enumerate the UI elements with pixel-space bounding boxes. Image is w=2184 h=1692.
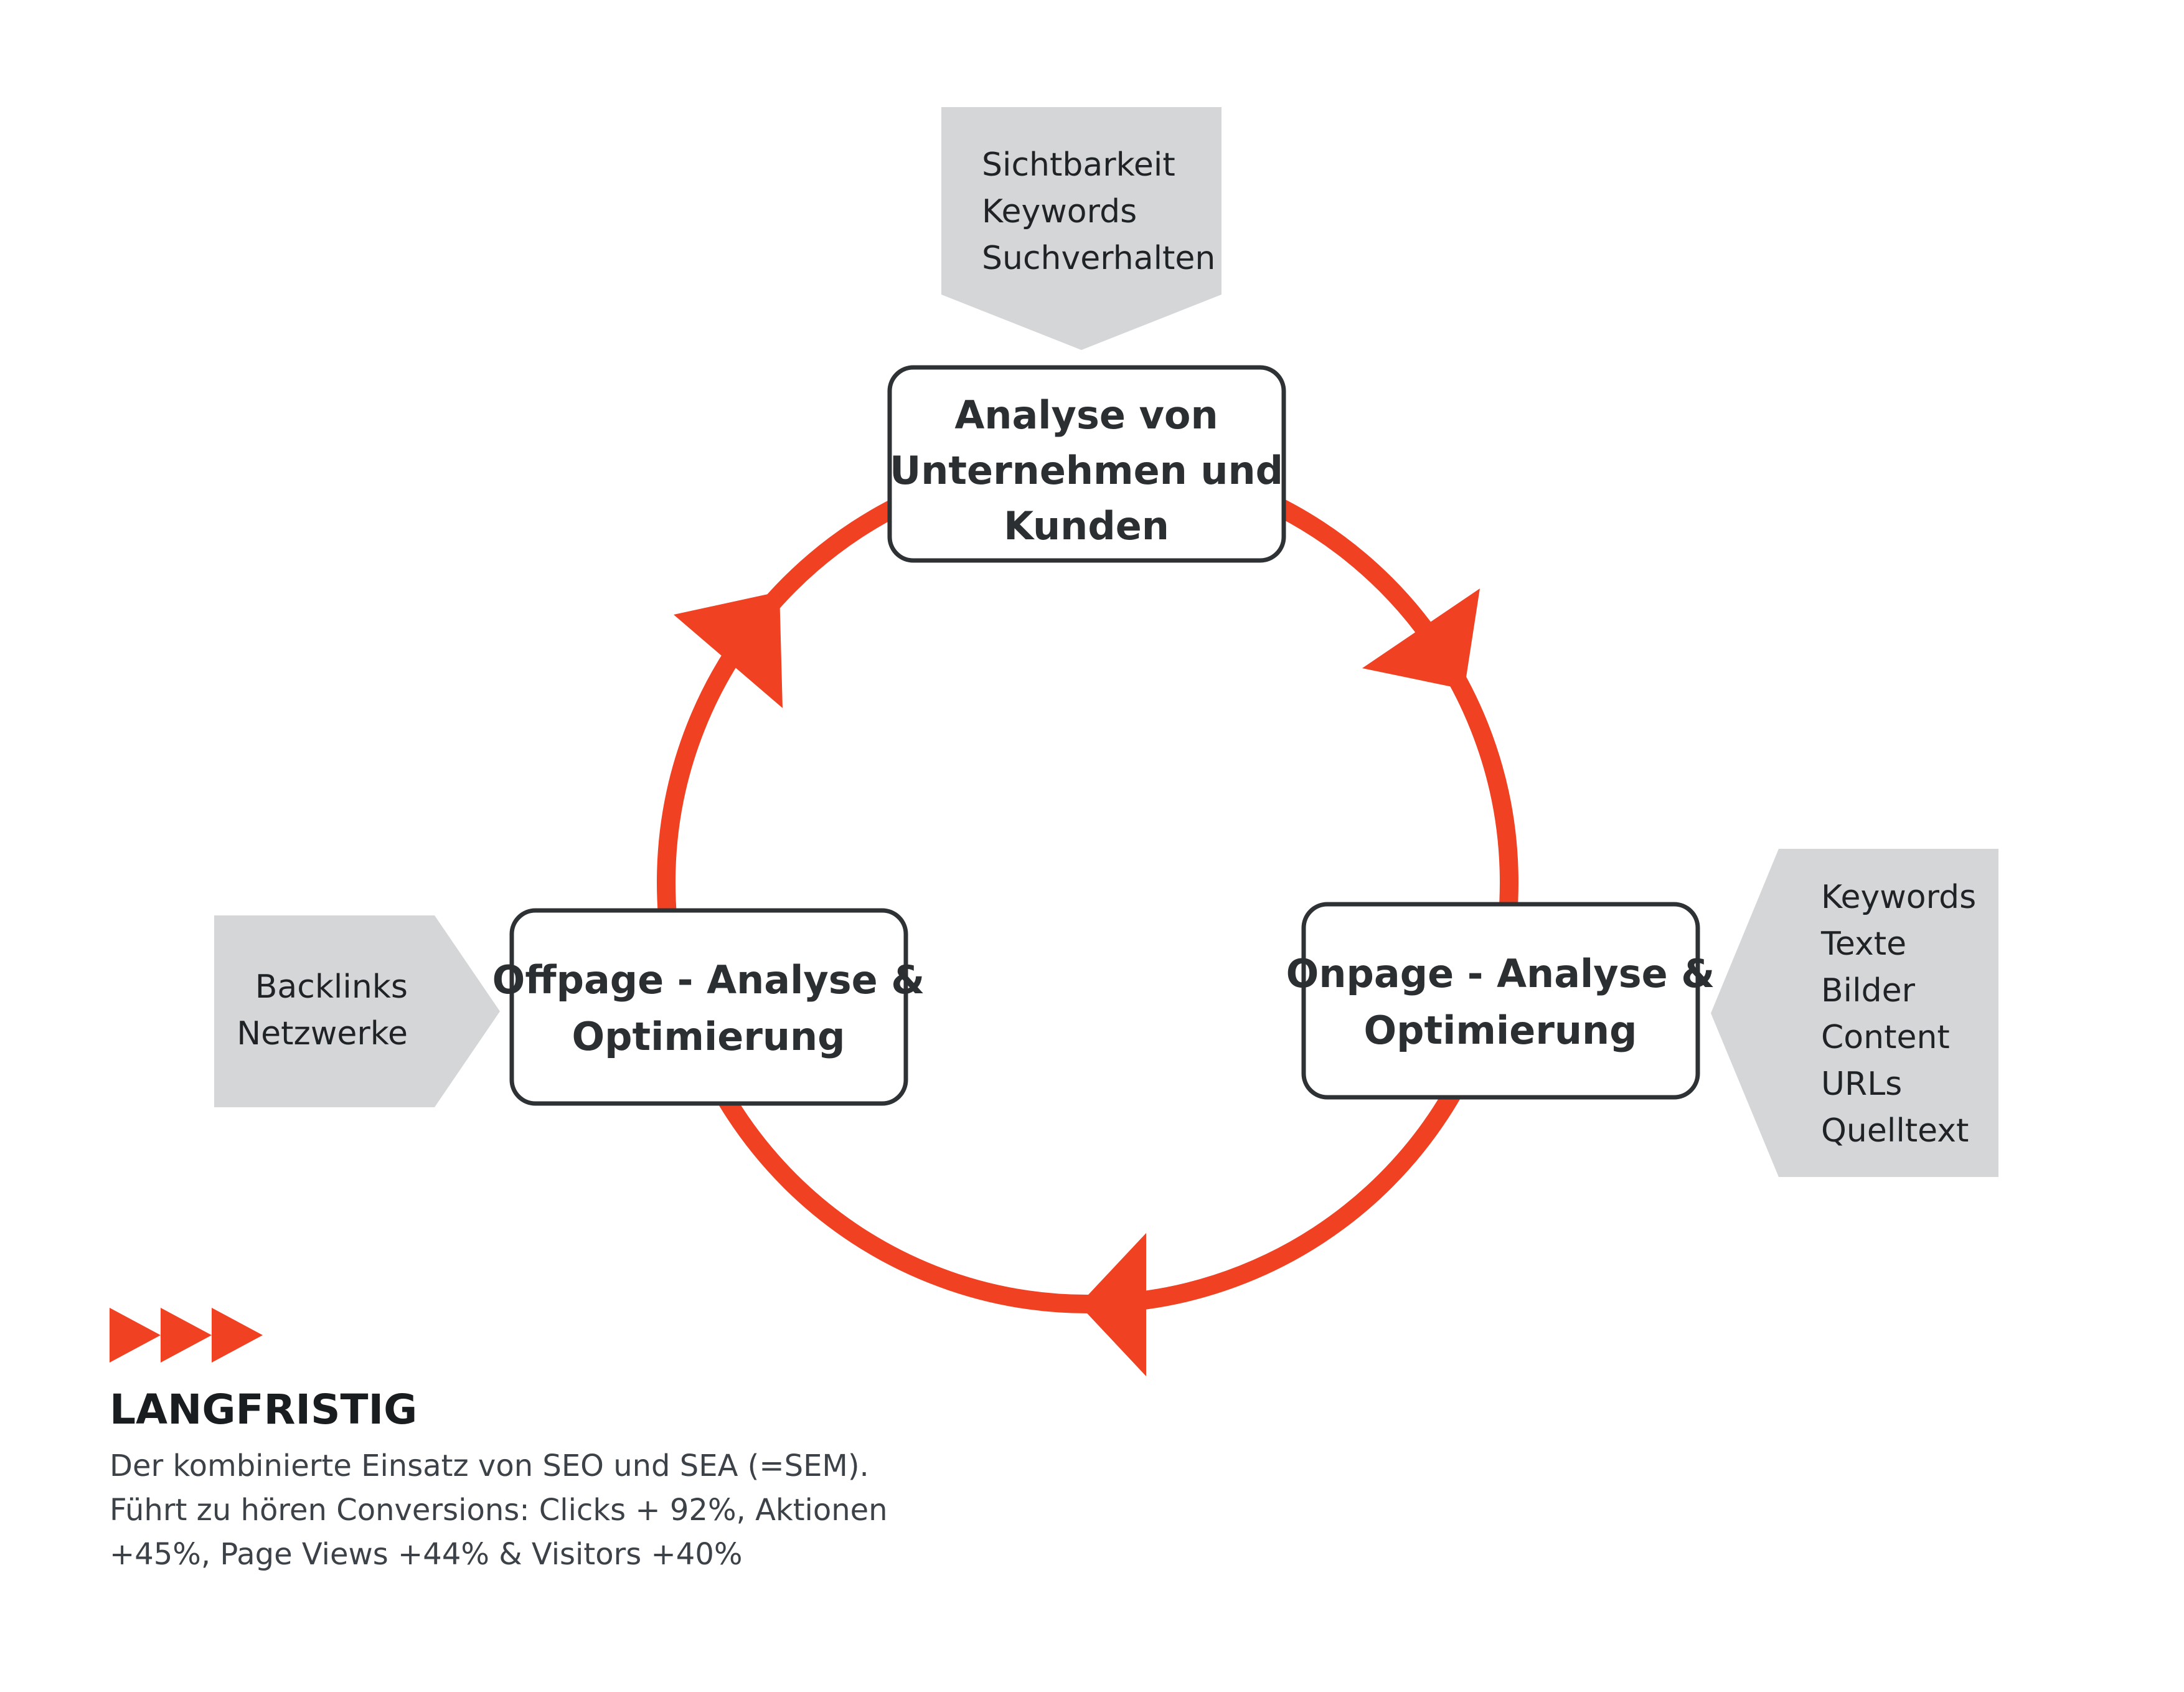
cycle-arrow-bottom-icon [1079,1233,1146,1376]
legend-description-line: Der kombinierte Einsatz von SEO und SEA … [110,1448,869,1483]
node-offpage-line: Optimierung [572,1014,845,1059]
tag-top-item: Suchverhalten [982,240,1215,277]
tag-right-item: Bilder [1821,972,1916,1009]
tag-right-shape [1711,849,1998,1177]
tag-left-item: Backlinks [255,968,408,1006]
tag-top: Sichtbarkeit Keywords Suchverhalten [941,107,1221,350]
node-offpage-line: Offpage - Analyse & [492,957,925,1003]
legend: LANGFRISTIG Der kombinierte Einsatz von … [110,1308,981,1577]
node-analyse-line: Kunden [1004,503,1169,549]
tag-right-item: URLs [1821,1066,1902,1103]
node-onpage: Onpage - Analyse & Optimierung [1286,902,1715,1100]
legend-description-line: +45%, Page Views +44% & Visitors +40% [110,1536,743,1572]
node-offpage: Offpage - Analyse & Optimierung [492,908,925,1106]
tag-top-item: Sichtbarkeit [982,146,1175,184]
tag-top-item: Keywords [982,193,1137,230]
node-onpage-line: Optimierung [1363,1008,1637,1053]
node-analyse-box [887,365,1286,563]
cycle-arrow-top-left-icon [674,592,783,708]
tag-right-item: Texte [1820,925,1906,963]
tag-right: Keywords Texte Bilder Content URLs Quell… [1711,849,1998,1177]
tag-left-item: Netzwerke [237,1015,408,1052]
cycle-ring [657,451,1518,1313]
tag-right-item: Content [1821,1019,1950,1056]
node-analyse-line: Unternehmen und [890,448,1283,493]
node-analyse: Analyse von Unternehmen und Kunden [887,365,1286,563]
tag-left: Backlinks Netzwerke [214,915,500,1107]
legend-description: Der kombinierte Einsatz von SEO und SEA … [110,1444,981,1577]
tag-right-item: Keywords [1821,879,1976,916]
cycle-arrow-top-right-icon [1362,588,1480,689]
legend-description-line: Führt zu hören Conversions: Clicks + 92%… [110,1492,888,1528]
legend-title: LANGFRISTIG [110,1386,418,1434]
node-onpage-line: Onpage - Analyse & [1286,951,1715,996]
node-onpage-box [1301,902,1700,1100]
tag-top-shape [941,107,1221,350]
node-offpage-box [509,908,908,1106]
node-analyse-line: Analyse von [954,392,1218,438]
tag-right-item: Quelltext [1821,1112,1969,1150]
tag-left-shape [214,915,500,1107]
triple-play-arrows-icon [110,1308,263,1363]
